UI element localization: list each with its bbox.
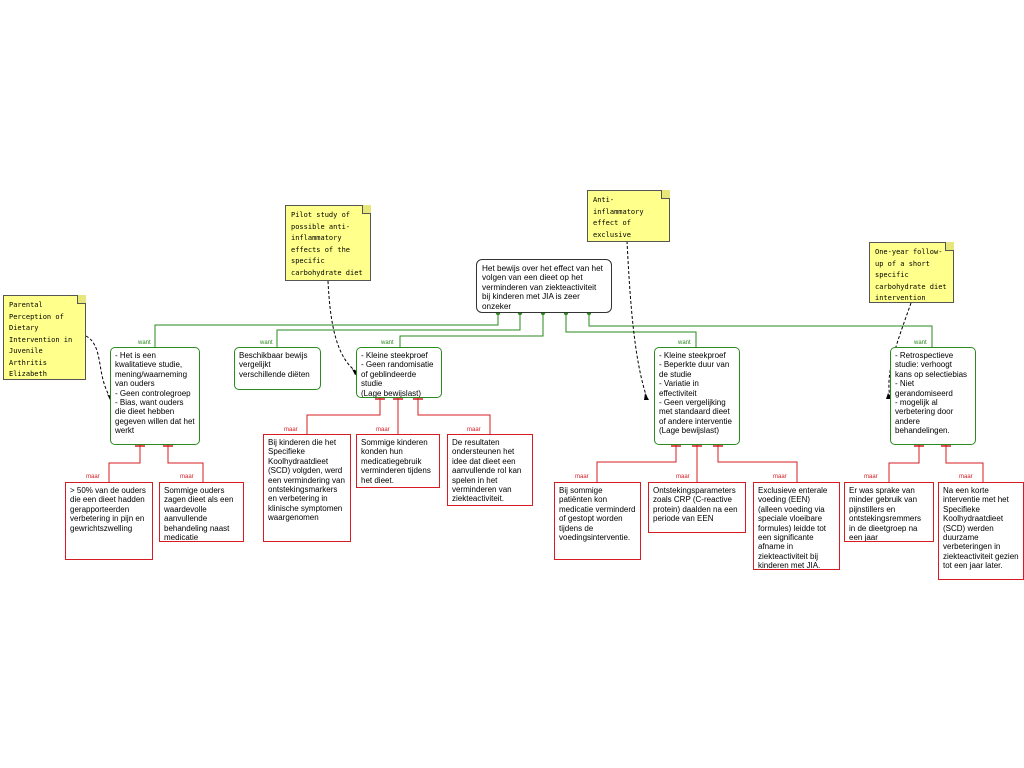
main-claim[interactable]: Het bewijs over het effect van het volge… (476, 259, 612, 313)
objection-link-label: maar (773, 474, 787, 480)
connector-claim-reason-2 (276, 313, 521, 347)
connector-objection-2 (167, 445, 204, 482)
note-pilot-study[interactable]: Pilot study of possible anti-inflammator… (285, 205, 371, 281)
note-link-2 (327, 280, 358, 373)
connector-objection-3 (306, 398, 381, 434)
note-fold-icon (661, 190, 670, 199)
reason-link-label: want (260, 340, 273, 346)
reason-pilot-study[interactable]: - Kleine steekproef - Geen randomisatie … (356, 347, 442, 398)
objection-medication-stopped[interactable]: Bij sommige patiënten kon medicatie verm… (554, 482, 641, 560)
objection-crp-decline[interactable]: Ontstekingsparameters zoals CRP (C-react… (648, 482, 746, 533)
note-link-3 (626, 240, 648, 399)
connector-claim-reason-3 (399, 313, 544, 347)
objection-link-label: maar (864, 474, 878, 480)
objection-link-label: maar (376, 427, 390, 433)
connector-claim-reason-1 (154, 313, 499, 347)
connector-claim-reason-4 (565, 313, 697, 347)
reason-compares-diets[interactable]: Beschikbaar bewijs vergelijkt verschille… (234, 347, 321, 390)
reason-link-label: want (914, 340, 927, 346)
reason-link-label: want (138, 340, 151, 346)
note-fold-icon (945, 242, 954, 251)
objection-link-label: maar (284, 427, 298, 433)
reason-een-study[interactable]: - Kleine steekproef - Beperkte duur van … (654, 347, 740, 445)
objection-link-label: maar (467, 427, 481, 433)
objection-een-activity[interactable]: Exclusieve enterale voeding (EEN) (allee… (753, 482, 840, 570)
connector-objection-10 (945, 445, 984, 482)
objection-medication-reduced[interactable]: Sommige kinderen konden hun medicatiegeb… (356, 434, 440, 488)
reason-retrospective-study[interactable]: - Retrospectieve studie: verhoogt kans o… (890, 347, 976, 445)
objection-pain-swelling[interactable]: > 50% van de ouders die een dieet hadden… (65, 482, 153, 560)
note-followup-scd[interactable]: One-year follow-up of a short specific c… (869, 242, 954, 303)
objection-link-label: maar (676, 474, 690, 480)
objection-link-label: maar (959, 474, 973, 480)
connector-objection-9 (888, 445, 920, 482)
note-parental-perception[interactable]: Parental Perception of Dietary Intervent… (3, 295, 86, 380)
connector-objection-1 (108, 445, 141, 482)
objection-link-label: maar (86, 474, 100, 480)
note-fold-icon (77, 295, 86, 304)
objection-link-label: maar (180, 474, 194, 480)
note-link-4 (888, 302, 912, 398)
objection-painkillers[interactable]: Er was sprake van minder gebruik van pij… (844, 482, 934, 542)
note-link-1 (85, 335, 111, 398)
objection-supportive-role[interactable]: De resultaten ondersteunen het idee dat … (447, 434, 533, 506)
reason-link-label: want (678, 340, 691, 346)
objection-supplementary-treatment[interactable]: Sommige ouders zagen dieet als een waard… (159, 482, 244, 542)
note-fold-icon (362, 205, 371, 214)
connector-objection-5 (417, 398, 491, 434)
objection-lasting-improvement[interactable]: Na een korte interventie met het Specifi… (938, 482, 1024, 580)
connector-claim-reason-5 (588, 313, 933, 347)
reason-link-label: want (381, 340, 394, 346)
objection-link-label: maar (575, 474, 589, 480)
objection-scd-markers[interactable]: Bij kinderen die het Specifieke Koolhydr… (263, 434, 351, 542)
note-enteral-nutrition[interactable]: Anti-inflammatory effect of exclusive en… (587, 190, 670, 242)
connector-objection-8 (717, 445, 798, 482)
connector-objection-6 (596, 445, 677, 482)
reason-qualitative-study[interactable]: - Het is een kwalitatieve studie, mening… (110, 347, 200, 445)
